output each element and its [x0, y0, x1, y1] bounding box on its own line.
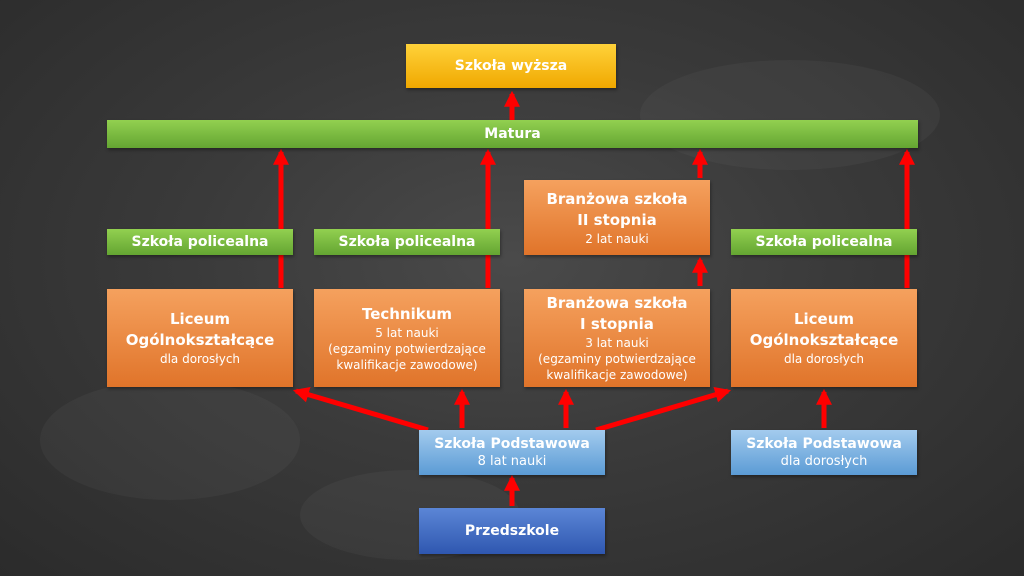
vocational-i-note-line2: kwalifikacje zawodowe): [546, 368, 688, 382]
primary-school-adults-box: Szkoła Podstawowa dla dorosłych: [731, 430, 917, 475]
technikum-note-line2: kwalifikacje zawodowe): [336, 357, 478, 372]
vocational-i-title-line2: I stopnia: [580, 315, 654, 333]
postsecondary-box-2: Szkoła policealna: [314, 229, 500, 255]
higher-school-title: Szkoła wyższa: [454, 57, 568, 74]
general-high-school-adults-box-right: Liceum Ogólnokształcące dla dorosłych: [731, 289, 917, 387]
vocational-school-i-box: Branżowa szkoła I stopnia 3 lat nauki (e…: [524, 289, 710, 387]
primary-adults-title: Szkoła Podstawowa: [746, 436, 902, 452]
vocational-ii-title-line2: II stopnia: [577, 210, 657, 229]
postsecondary-box-3: Szkoła policealna: [731, 229, 917, 255]
higher-school-box: Szkoła wyższa: [406, 44, 616, 88]
postsecondary-title: Szkoła policealna: [338, 233, 476, 250]
vocational-ii-title: Branżowa szkoła: [546, 189, 688, 208]
postsecondary-title: Szkoła policealna: [755, 233, 893, 250]
postsecondary-title: Szkoła policealna: [131, 233, 269, 250]
primary-duration: 8 lat nauki: [477, 454, 547, 469]
liceum-subtitle: dla dorosłych: [783, 352, 865, 366]
vocational-i-duration: 3 lat nauki: [585, 336, 649, 350]
preschool-title: Przedszkole: [464, 522, 560, 539]
matura-bar: Matura: [107, 120, 918, 148]
general-high-school-adults-box-left: Liceum Ogólnokształcące dla dorosłych: [107, 289, 293, 387]
technical-school-box: Technikum 5 lat nauki (egzaminy potwierd…: [314, 289, 500, 387]
technikum-duration: 5 lat nauki: [375, 325, 439, 340]
primary-school-box: Szkoła Podstawowa 8 lat nauki: [419, 430, 605, 475]
vocational-i-note-line1: (egzaminy potwierdzające: [538, 352, 696, 366]
arrow-primary-to-liceum-left: [292, 386, 429, 433]
vocational-ii-duration: 2 lat nauki: [585, 231, 649, 246]
primary-adults-subtitle: dla dorosłych: [780, 454, 868, 469]
arrow-primary-to-liceum-right: [595, 386, 732, 433]
postsecondary-box-1: Szkoła policealna: [107, 229, 293, 255]
liceum-subtitle: dla dorosłych: [159, 352, 241, 366]
preschool-box: Przedszkole: [419, 508, 605, 554]
liceum-title: Liceum: [793, 310, 855, 328]
vocational-i-title: Branżowa szkoła: [546, 294, 688, 312]
technikum-note-line1: (egzaminy potwierdzające: [328, 341, 486, 356]
primary-title: Szkoła Podstawowa: [434, 436, 590, 452]
vocational-school-ii-box: Branżowa szkoła II stopnia 2 lat nauki: [524, 180, 710, 255]
liceum-title: Liceum: [169, 310, 231, 328]
technikum-title: Technikum: [361, 304, 453, 323]
liceum-title-line2: Ogólnokształcące: [125, 331, 275, 349]
liceum-title-line2: Ogólnokształcące: [749, 331, 899, 349]
matura-title: Matura: [484, 125, 541, 142]
